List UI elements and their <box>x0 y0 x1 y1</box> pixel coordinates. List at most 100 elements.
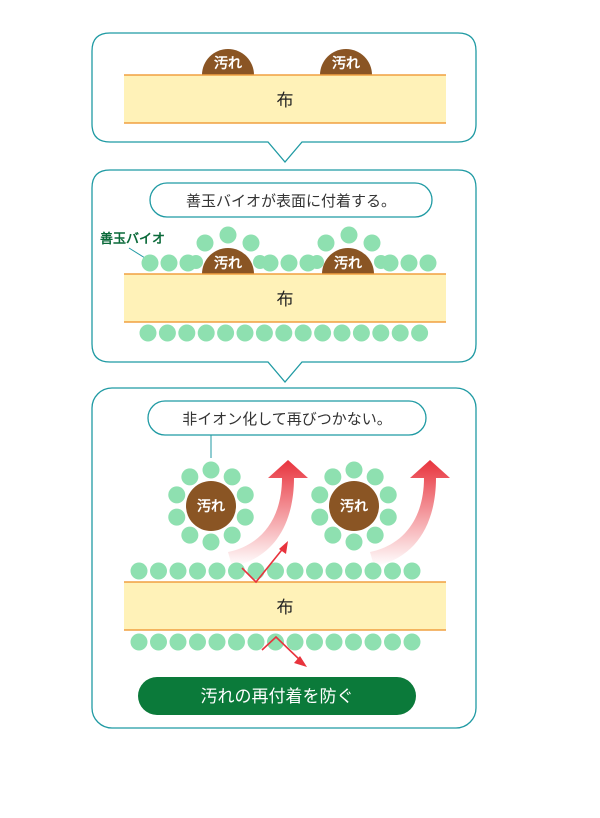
panel-3-encapsulated-dirt <box>168 461 397 551</box>
bio-particle <box>364 562 382 580</box>
bio-particle <box>208 562 226 580</box>
bio-particle <box>403 633 421 651</box>
bio-particle <box>364 633 382 651</box>
lift-arrow-shape <box>370 460 450 566</box>
bio-particle <box>280 254 298 272</box>
bio-particle <box>197 324 215 342</box>
bio-side-label-leader <box>128 247 146 259</box>
bio-particle <box>255 324 273 342</box>
bio-particle <box>169 633 187 651</box>
bio-particle <box>374 255 388 269</box>
bio-particle <box>189 633 206 651</box>
panel-1: 汚れ 汚れ 布 <box>91 32 477 164</box>
bio-particle <box>384 633 401 651</box>
panel-2: 善玉バイオが表面に付着する。 善玉バイオ 汚れ 汚れ 布 <box>91 169 477 384</box>
cloth-label: 布 <box>277 91 294 111</box>
panel-1-dirt-2: 汚れ <box>320 49 372 75</box>
bio-particle <box>178 324 196 342</box>
bio-particle <box>400 254 418 272</box>
dirt-blob <box>186 481 236 531</box>
bio-particle <box>286 562 304 580</box>
bio-particle <box>139 324 157 342</box>
dirt-label: 汚れ <box>214 55 242 72</box>
bio-particle <box>247 562 265 580</box>
panel-3-dirt-2: 汚れ <box>329 481 379 531</box>
dirt-blob <box>202 49 254 75</box>
bio-particle <box>419 254 437 272</box>
panel-3-bio-bottom-layer <box>130 633 421 651</box>
bio-particle <box>247 633 265 651</box>
bio-particle <box>130 633 148 651</box>
bio-particle <box>228 633 245 651</box>
panel-2-dirt-1: 汚れ <box>202 248 254 274</box>
bio-particle <box>324 526 342 544</box>
bio-particle <box>219 226 237 244</box>
bio-particle <box>391 324 409 342</box>
bio-particle <box>236 486 254 504</box>
bio-particle <box>150 633 167 651</box>
panel-2-callout: 善玉バイオが表面に付着する。 <box>149 182 433 218</box>
bio-particle <box>253 255 267 269</box>
lift-arrow-shape <box>228 460 308 566</box>
bio-particle <box>379 486 397 504</box>
bio-particle <box>267 633 284 651</box>
bio-particle <box>325 633 343 651</box>
dirt-blob <box>202 248 254 274</box>
cloth-body <box>124 274 446 322</box>
dirt-label: 汚れ <box>214 255 242 272</box>
bio-particle <box>217 324 235 342</box>
bio-particle <box>242 234 260 252</box>
bio-particle <box>236 324 254 342</box>
lift-arrow-2 <box>370 460 450 566</box>
panel-1-cloth: 布 <box>124 74 446 124</box>
bio-particle <box>333 324 351 342</box>
bio-particle <box>202 461 220 479</box>
result-banner: 汚れの再付着を防ぐ <box>138 677 416 715</box>
bio-particle <box>181 526 199 544</box>
bio-particle <box>168 486 186 504</box>
bio-particle <box>311 486 329 504</box>
bio-particle <box>345 461 363 479</box>
bio-particle <box>141 254 159 272</box>
bio-particle <box>366 526 384 544</box>
dirt-blob <box>329 481 379 531</box>
cloth-body <box>124 75 446 123</box>
bio-particle <box>314 324 332 342</box>
bio-particle <box>228 562 245 580</box>
callout-text: 非イオン化して再びつかない。 <box>182 410 392 428</box>
bio-particle <box>366 468 384 486</box>
dirt-blob <box>322 248 374 274</box>
bio-particle <box>310 255 324 269</box>
bio-side-label: 善玉バイオ <box>100 231 165 247</box>
bio-particle <box>403 562 421 580</box>
bio-particle <box>236 508 254 526</box>
dirt-label: 汚れ <box>332 55 360 72</box>
dirt-label: 汚れ <box>334 255 362 272</box>
bio-particle <box>411 324 429 342</box>
repel-arrow-head <box>294 656 307 667</box>
repel-arrow-line <box>261 635 303 663</box>
bio-particle <box>169 562 187 580</box>
bio-particle <box>168 508 186 526</box>
cloth-label: 布 <box>277 598 294 618</box>
bio-particle <box>345 533 363 551</box>
bio-particle <box>324 468 342 486</box>
callout-bubble <box>147 400 427 436</box>
repel-arrow-head <box>279 541 288 554</box>
bio-particle <box>317 234 335 252</box>
callout-text: 善玉バイオが表面に付着する。 <box>186 192 396 210</box>
panel-3-dirt-1: 汚れ <box>186 481 236 531</box>
bio-particle <box>202 533 220 551</box>
panel-2-bio-bottom-layer <box>139 324 429 342</box>
dirt-label: 汚れ <box>340 498 368 515</box>
bio-particle <box>189 562 206 580</box>
panel-2-side-label-group: 善玉バイオ <box>100 231 165 259</box>
panel-3: 非イオン化して再びつかない。 汚れ 汚れ 布 <box>91 387 477 729</box>
result-banner-pill <box>138 677 416 715</box>
bio-particle <box>130 562 148 580</box>
bio-particle <box>267 562 284 580</box>
dirt-blob <box>320 49 372 75</box>
cloth-body <box>124 582 446 630</box>
bio-particle <box>223 468 241 486</box>
